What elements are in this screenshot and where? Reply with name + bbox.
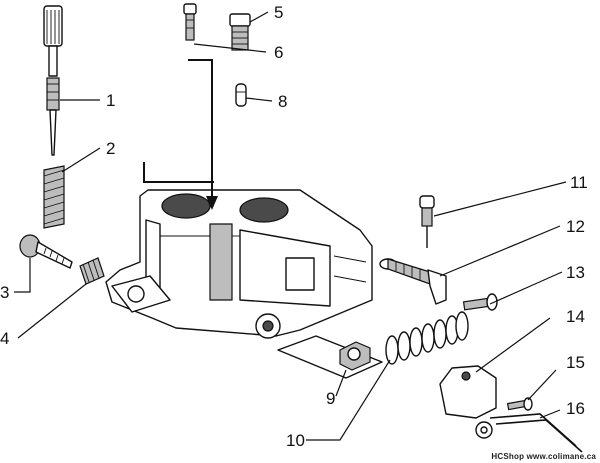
part-12-shaft <box>379 258 447 305</box>
callout-10: 10 <box>286 431 305 450</box>
part-15-screw <box>506 397 533 411</box>
part-8-small-jet <box>235 83 247 107</box>
callout-14: 14 <box>566 307 585 326</box>
part-2-spring <box>43 165 65 229</box>
callout-4: 4 <box>0 329 9 348</box>
callout-leaders <box>14 11 567 441</box>
part-9-cover-plate <box>277 335 383 379</box>
callout-16: 16 <box>566 399 585 418</box>
callout-2: 2 <box>106 139 115 158</box>
callout-6: 6 <box>274 43 283 62</box>
part-13-screw <box>462 293 498 311</box>
part-5-cap <box>229 13 251 51</box>
part-3-screw <box>19 234 73 269</box>
callout-8: 8 <box>278 92 287 111</box>
part-11-plug <box>419 195 435 248</box>
carburettor-body <box>105 189 373 339</box>
part-6-jet <box>183 3 197 41</box>
callout-numbers: 1 2 3 4 5 6 8 9 10 11 12 13 14 15 16 <box>0 3 588 450</box>
part-16-rod <box>489 413 583 453</box>
callout-1: 1 <box>106 91 115 110</box>
assembly-arrow <box>143 59 218 210</box>
callout-5: 5 <box>274 3 283 22</box>
callout-9: 9 <box>326 389 335 408</box>
part-1-needle <box>43 5 63 156</box>
callout-11: 11 <box>570 173 588 192</box>
callout-15: 15 <box>566 353 585 372</box>
part-4-spring <box>79 257 105 285</box>
part-14-lever-block <box>439 365 497 439</box>
part-10-spring <box>385 311 469 365</box>
watermark: HCShop www.colimane.ca <box>491 452 596 461</box>
callout-3: 3 <box>0 283 9 302</box>
callout-13: 13 <box>566 263 585 282</box>
callout-12: 12 <box>566 217 585 236</box>
